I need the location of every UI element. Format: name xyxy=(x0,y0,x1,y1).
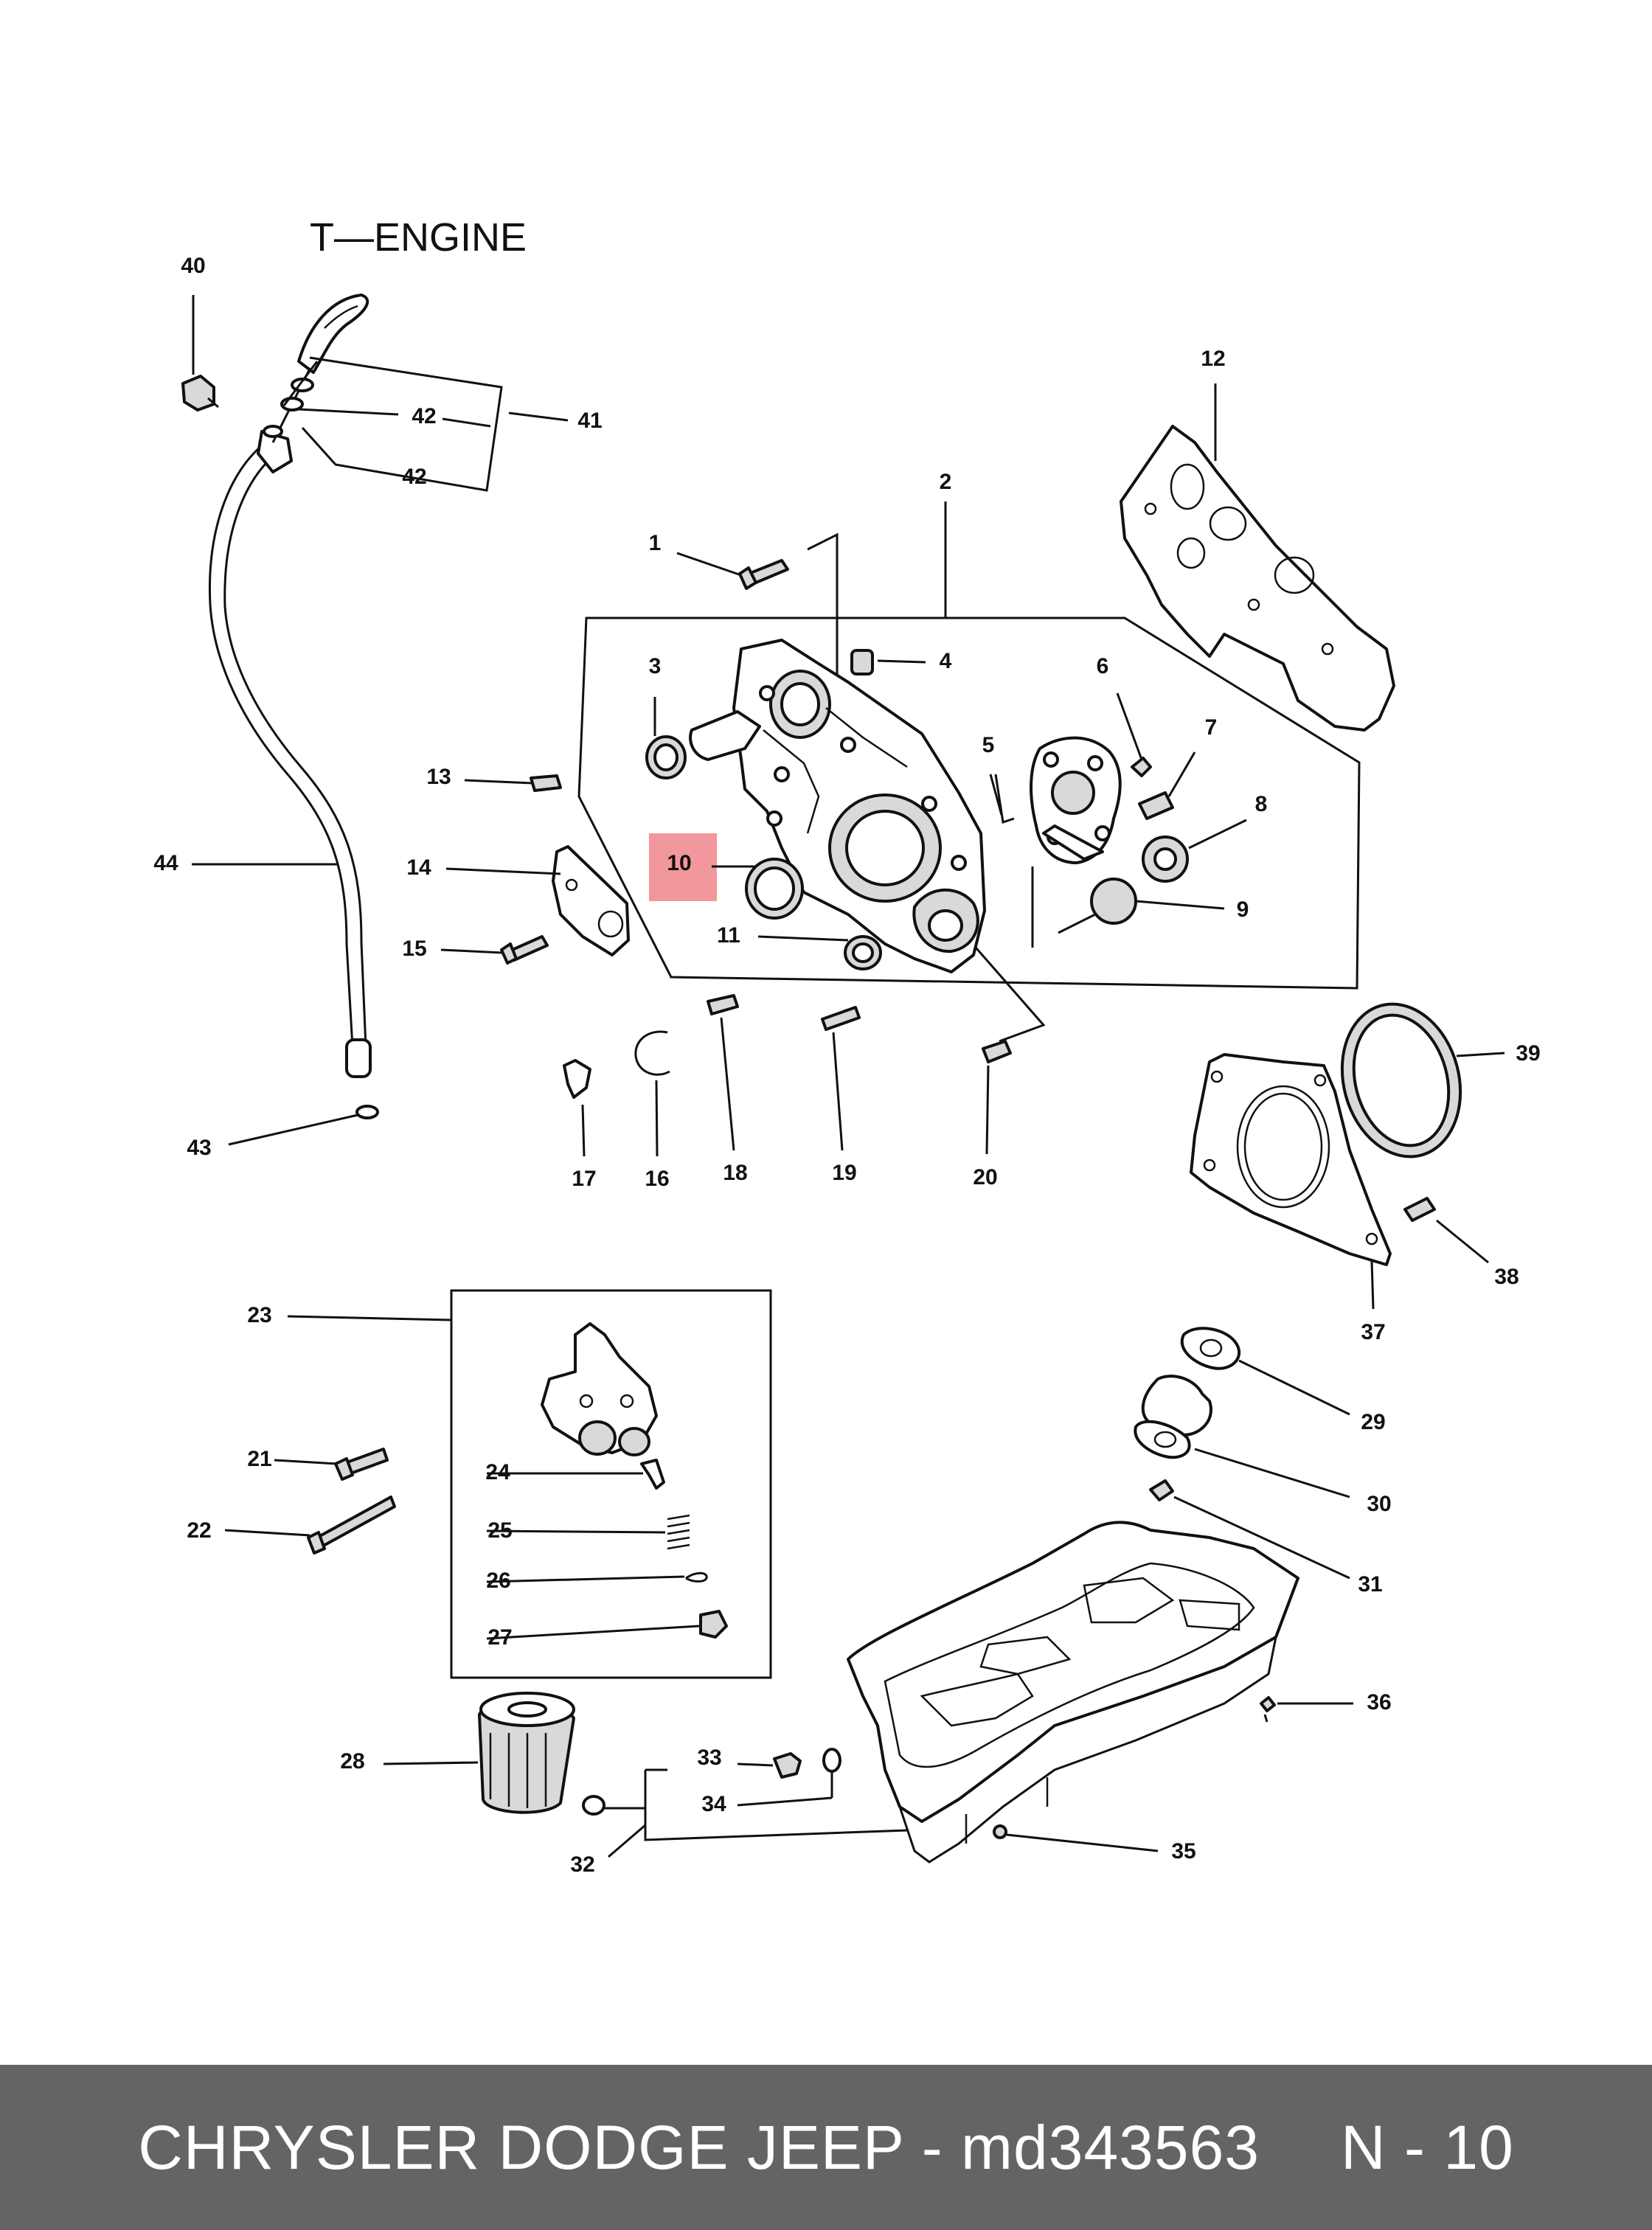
callout-25: 25 xyxy=(487,1518,512,1543)
oil-pump-cover xyxy=(1030,736,1122,864)
callout-27: 27 xyxy=(487,1625,512,1650)
callout-16: 16 xyxy=(645,1167,669,1191)
callout-19: 19 xyxy=(832,1161,856,1185)
part-10-highlight xyxy=(649,833,717,901)
relief-valve-group-box xyxy=(450,1289,772,1679)
callout-1: 1 xyxy=(649,531,662,555)
callout-36: 36 xyxy=(1367,1690,1391,1715)
callout-31: 31 xyxy=(1358,1572,1382,1597)
oil-filter xyxy=(478,1692,575,1814)
callout-20: 20 xyxy=(973,1165,997,1189)
callout-26: 26 xyxy=(486,1569,510,1593)
dipstick-assembly xyxy=(181,293,503,1119)
footer-bar: CHRYSLER DODGE JEEP - md343563 N - 10 xyxy=(0,2065,1652,2230)
callout-34: 34 xyxy=(701,1792,726,1816)
callout-4: 4 xyxy=(940,649,952,673)
callout-13: 13 xyxy=(426,765,451,789)
callout-9: 9 xyxy=(1237,897,1249,922)
callout-labels: 1 2 3 4 5 6 7 8 9 10 11 12 13 14 15 16 1… xyxy=(153,254,1540,1877)
callout-39: 39 xyxy=(1516,1041,1540,1066)
callout-12: 12 xyxy=(1201,347,1225,371)
oil-pan xyxy=(847,1521,1299,1863)
gasket-12 xyxy=(1120,425,1395,732)
callout-15: 15 xyxy=(402,937,426,961)
callout-22: 22 xyxy=(187,1518,211,1543)
callout-41: 41 xyxy=(577,409,602,433)
oil-pump-body xyxy=(541,1322,658,1456)
callout-21: 21 xyxy=(247,1447,271,1471)
callout-37: 37 xyxy=(1361,1320,1385,1344)
diagram-title: T—ENGINE xyxy=(310,215,527,260)
callout-29: 29 xyxy=(1361,1410,1385,1434)
callout-33: 33 xyxy=(697,1746,721,1770)
callout-17: 17 xyxy=(572,1167,596,1191)
callout-7: 7 xyxy=(1205,715,1218,740)
callout-6: 6 xyxy=(1097,654,1109,678)
front-case xyxy=(689,639,986,973)
rear-seal-housing xyxy=(1190,1002,1462,1266)
callout-18: 18 xyxy=(723,1161,747,1185)
callout-11: 11 xyxy=(717,923,740,948)
callout-5: 5 xyxy=(982,733,995,757)
callout-10: 10 xyxy=(667,851,691,875)
callout-30: 30 xyxy=(1367,1492,1391,1516)
callout-32: 32 xyxy=(570,1852,594,1877)
callout-8: 8 xyxy=(1255,792,1268,816)
callout-14: 14 xyxy=(406,855,431,880)
footer-page-label: N - 10 xyxy=(1341,2112,1514,2182)
footer-brand-part-number: CHRYSLER DODGE JEEP - md343563 xyxy=(138,2112,1260,2182)
callout-23: 23 xyxy=(247,1303,271,1327)
callout-2: 2 xyxy=(940,470,952,494)
callout-24: 24 xyxy=(485,1460,510,1484)
callout-43: 43 xyxy=(187,1136,211,1160)
callout-42-lower: 42 xyxy=(402,465,426,489)
callout-40: 40 xyxy=(181,254,205,278)
callout-3: 3 xyxy=(649,654,662,678)
callout-38: 38 xyxy=(1494,1265,1519,1289)
exploded-parts-diagram: T—ENGINE xyxy=(153,215,1540,1877)
callout-28: 28 xyxy=(340,1749,364,1774)
callout-42-upper: 42 xyxy=(412,404,436,428)
callout-35: 35 xyxy=(1171,1839,1195,1863)
callout-44: 44 xyxy=(153,851,178,875)
